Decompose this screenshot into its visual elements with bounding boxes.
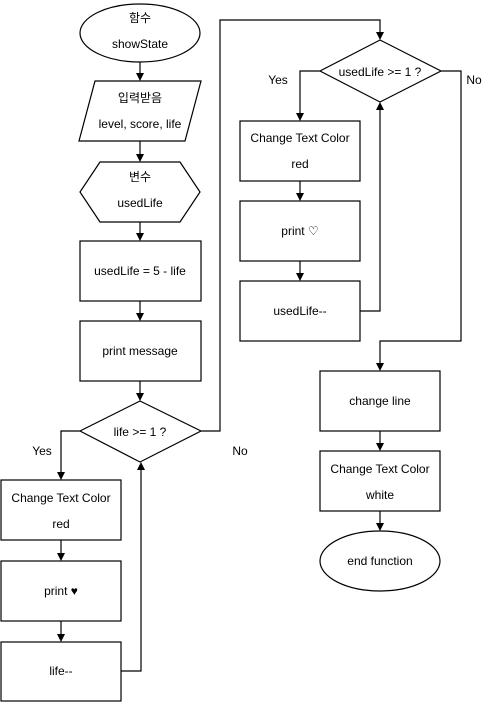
node-print-message-text: print message [102, 344, 178, 358]
edge-used-life-loop-back [360, 109, 381, 312]
node-print-empty-heart-text: print ♡ [281, 224, 318, 238]
arrow-input-to-variable [136, 154, 144, 162]
node-change-line-text: change line [349, 394, 411, 408]
node-variable: 변수 usedLife [79, 161, 201, 223]
node-start: 함수 showState [79, 3, 201, 63]
arrow-used-life-loop-back [376, 102, 384, 110]
node-compute-used-life: usedLife = 5 - life [79, 240, 202, 302]
node-used-life-check-text: usedLife >= 1 ? [339, 65, 422, 79]
node-print-message: print message [79, 320, 202, 382]
node-start-line1: 함수 [129, 11, 151, 25]
node-start-line2: showState [112, 37, 168, 51]
node-color-red-right: Change Text Color red [239, 120, 361, 182]
node-color-red-left: Change Text Color red [0, 479, 122, 541]
label-used-life-no: No [466, 73, 482, 87]
arrow-print-empty-heart-to-decrement [296, 273, 304, 281]
edge-life-no [201, 19, 381, 432]
arrow-compute-to-print-message [136, 313, 144, 321]
node-color-red-right-line2: red [291, 157, 308, 171]
node-input-line2: level, score, life [99, 117, 182, 131]
arrow-life-yes [57, 472, 65, 480]
node-used-life-check: usedLife >= 1 ? [318, 39, 443, 103]
label-used-life-yes: Yes [268, 73, 288, 87]
node-color-white-line2: white [365, 488, 394, 502]
node-life-check-text: life >= 1 ? [114, 425, 167, 439]
node-variable-line2: usedLife [117, 196, 163, 210]
node-print-empty-heart: print ♡ [239, 200, 361, 262]
node-life-decrement-text: life-- [49, 664, 72, 678]
node-used-life-decrement: usedLife-- [239, 280, 361, 342]
label-life-yes: Yes [32, 444, 52, 458]
node-color-red-left-line1: Change Text Color [11, 491, 110, 505]
label-life-no: No [232, 444, 248, 458]
node-compute-used-life-text: usedLife = 5 - life [94, 264, 186, 278]
arrow-white-to-end [376, 523, 384, 531]
node-change-line: change line [319, 370, 441, 432]
node-end-text: end function [347, 554, 412, 568]
arrow-start-to-input [136, 73, 144, 81]
node-input-line1: 입력받음 [118, 91, 162, 105]
arrow-red-right-to-print-empty-heart [296, 193, 304, 201]
node-color-red-left-line2: red [52, 517, 69, 531]
node-color-red-right-line1: Change Text Color [250, 131, 349, 145]
arrow-variable-to-compute [136, 233, 144, 241]
edge-life-yes [60, 430, 80, 473]
node-input: 입력받음 level, score, life [78, 80, 202, 142]
node-used-life-decrement-text: usedLife-- [273, 304, 326, 318]
node-print-filled-heart-text: print ♥ [44, 584, 78, 598]
node-variable-line1: 변수 [129, 170, 151, 184]
edge-used-life-no [379, 70, 462, 364]
edge-life-loop-back [121, 469, 142, 672]
arrow-print-heart-to-life-decrement [57, 634, 65, 642]
node-color-white-line1: Change Text Color [330, 462, 429, 476]
node-color-white: Change Text Color white [319, 450, 441, 512]
connectors [57, 19, 462, 672]
node-print-filled-heart: print ♥ [0, 560, 122, 622]
arrow-used-life-no [376, 363, 384, 371]
node-life-decrement: life-- [0, 641, 122, 702]
edge-used-life-yes [299, 70, 320, 114]
arrow-print-message-to-life-check [136, 393, 144, 401]
node-life-check: life >= 1 ? [78, 400, 203, 463]
arrow-used-life-yes [296, 113, 304, 121]
arrow-change-line-to-white [376, 443, 384, 451]
node-end: end function [319, 530, 441, 592]
arrow-life-no [376, 32, 384, 40]
arrow-life-loop-back [137, 462, 145, 470]
arrow-red-left-to-print-heart [57, 553, 65, 561]
